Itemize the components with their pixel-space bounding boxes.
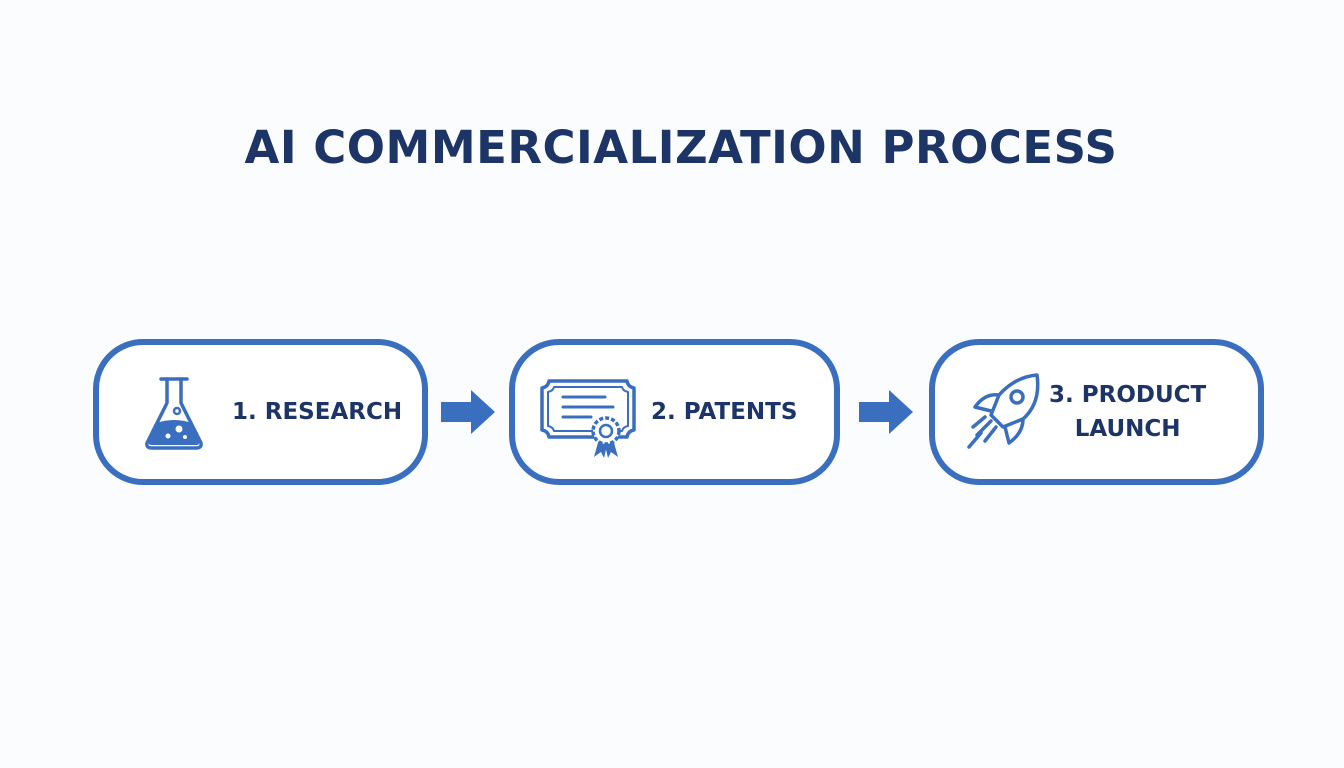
certificate-icon bbox=[540, 379, 636, 458]
arrow-right-icon bbox=[859, 390, 913, 434]
step-label-patents: 2. PATENTS bbox=[651, 399, 798, 425]
step-product-launch: 3. PRODUCT LAUNCH bbox=[929, 339, 1264, 485]
step-label-product-launch: 3. PRODUCT LAUNCH bbox=[1049, 382, 1207, 442]
diagram-title: AI COMMERCIALIZATION PROCESS bbox=[244, 121, 1118, 174]
rocket-icon bbox=[967, 373, 1040, 449]
flask-icon bbox=[145, 377, 203, 450]
step-research: 1. RESEARCH bbox=[93, 339, 428, 485]
step-patents: 2. PATENTS bbox=[509, 339, 840, 485]
step-label-research: 1. RESEARCH bbox=[232, 399, 403, 425]
arrow-right-icon bbox=[441, 390, 495, 434]
